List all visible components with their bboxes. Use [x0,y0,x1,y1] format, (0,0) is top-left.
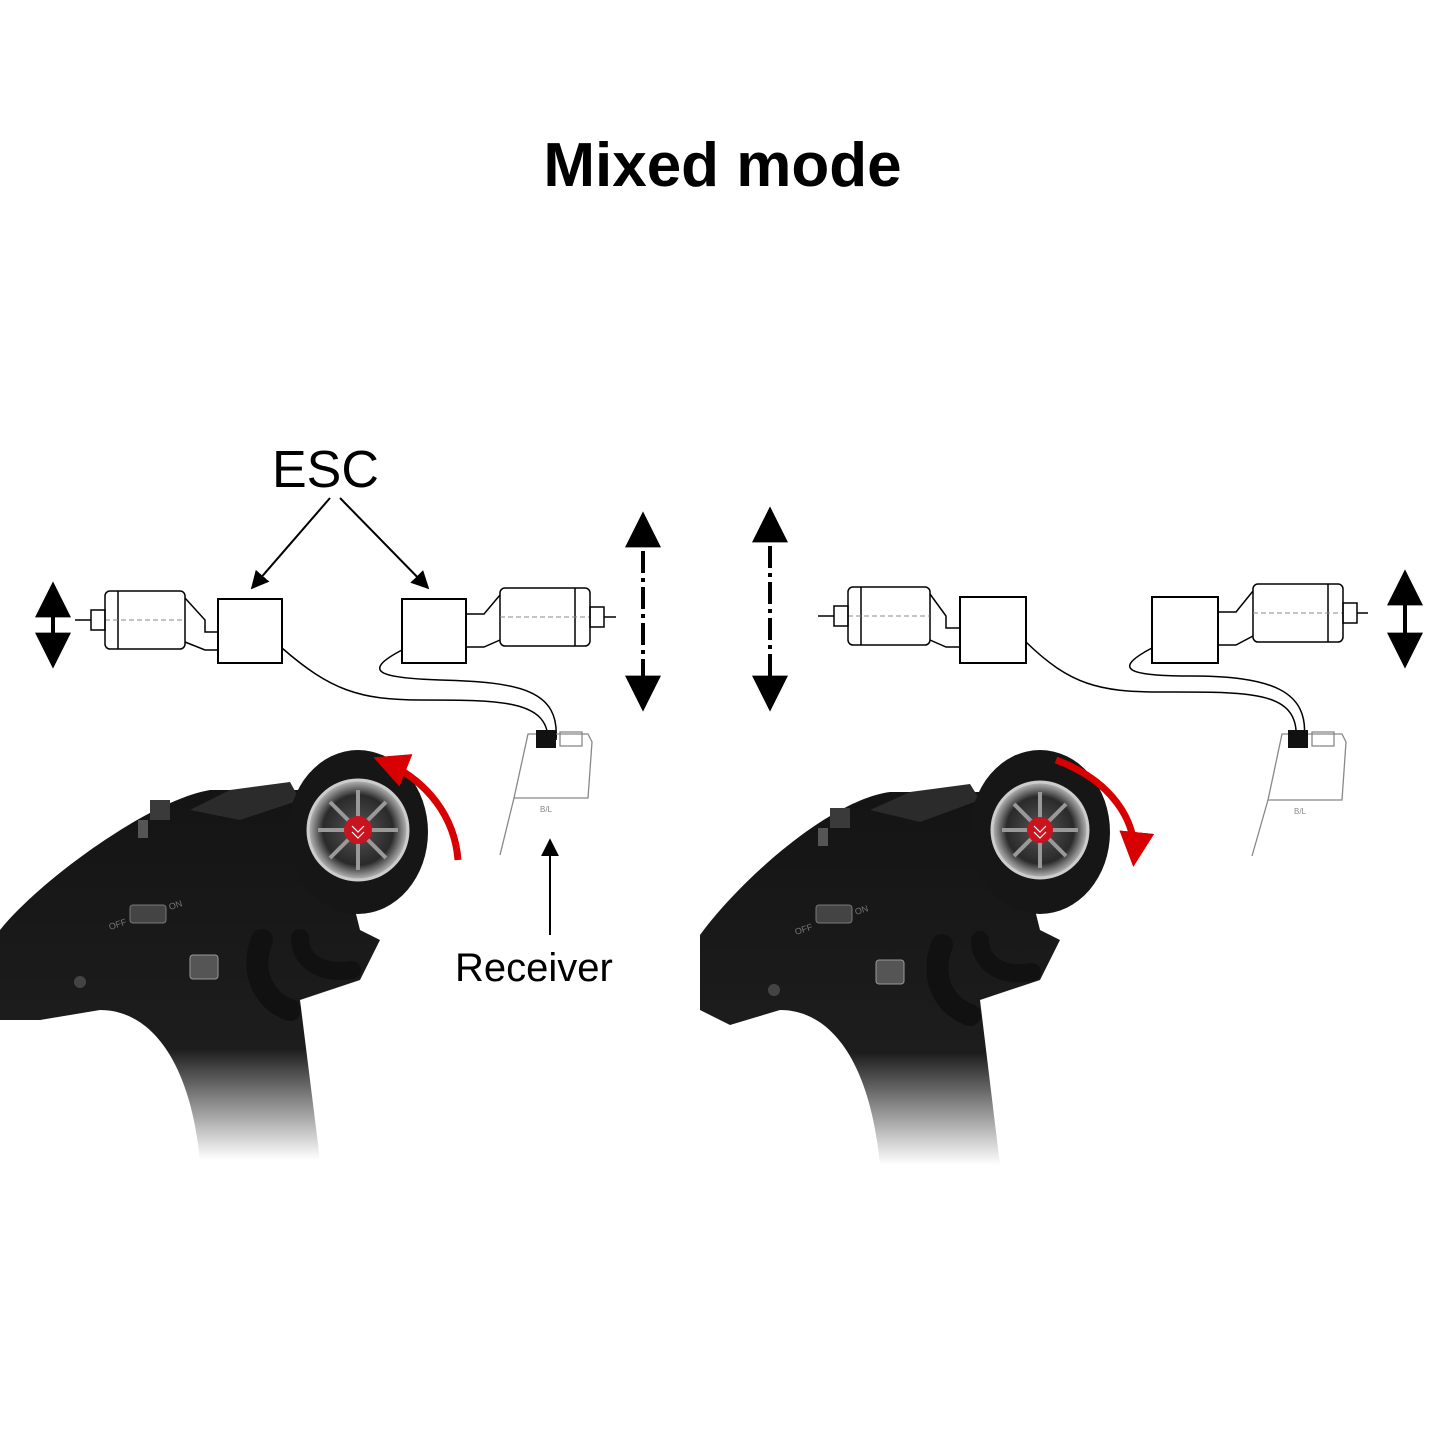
motor-left-2 [466,587,616,648]
receiver-right [1251,730,1347,857]
wires-left [281,647,557,741]
rotation-arrow-left [373,754,462,861]
hub-left-cap [344,816,372,844]
receiver-label: Receiver [455,946,613,990]
switch-on-text-left: ON [168,898,184,912]
hub-right-cap [1027,817,1053,843]
esc-box-right-1 [959,596,1027,664]
motor-right-1 [818,586,960,648]
esc-label: ESC [272,441,379,499]
rotation-arrow-right [1054,756,1155,867]
motor-left-1 [75,590,218,651]
esc-box-right-2 [1151,596,1219,664]
diagram-title: Mixed mode [543,131,902,200]
receiver-left [499,730,593,856]
transmitter-right [700,750,1110,1165]
esc-box-left-1 [217,598,283,664]
switch-on-text-right: ON [854,903,870,917]
esc-box-left-2 [401,598,467,664]
svg-text:B/L: B/L [540,805,553,814]
wires-right [1025,641,1306,741]
motor-right-2 [1218,583,1368,646]
svg-text:B/L: B/L [1294,807,1307,816]
transmitter-left [0,750,428,1160]
esc-pointer-arrows [250,497,430,590]
